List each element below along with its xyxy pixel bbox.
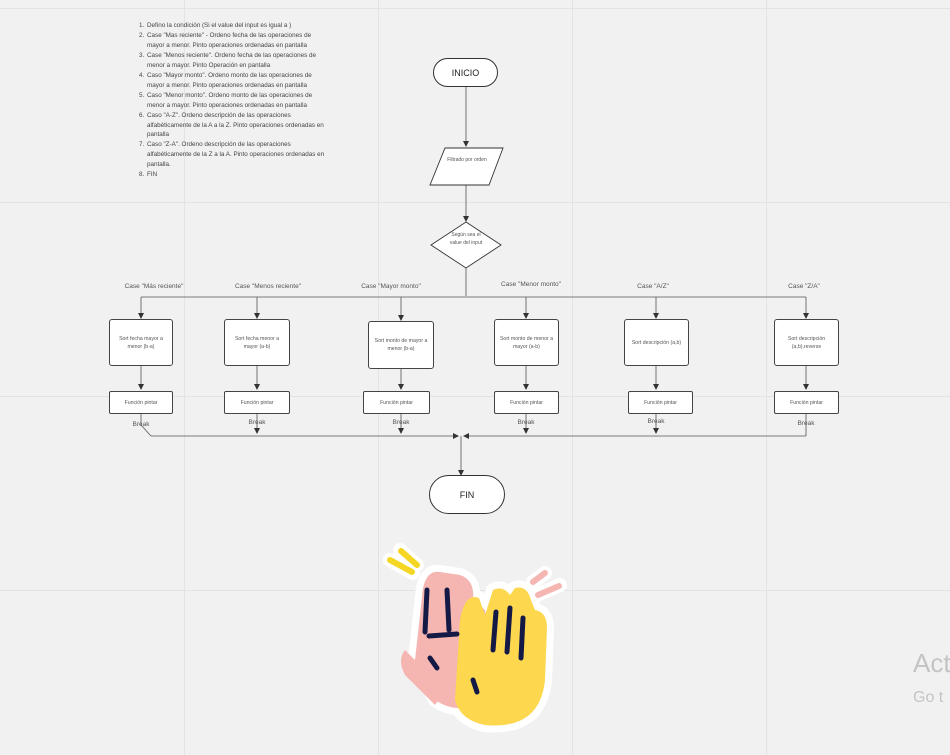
sort-box[interactable]: Sort monto de menor a mayor (a-b) xyxy=(494,319,559,366)
decision-label: Según sea el value del input xyxy=(449,232,483,246)
grid-line xyxy=(378,0,379,755)
paint-function-box[interactable]: Función pintar xyxy=(363,391,430,414)
grid-line xyxy=(0,202,950,203)
break-label: Break xyxy=(132,421,150,428)
case-label: Case "Z/A" xyxy=(788,283,820,290)
break-label: Break xyxy=(797,420,815,427)
case-label: Case "Más reciente" xyxy=(124,283,184,290)
grid-line xyxy=(0,396,950,397)
note-item: Defino la condición (Si el value del inp… xyxy=(146,21,326,31)
activation-watermark-subtitle: Go t xyxy=(913,689,944,706)
decision-diamond xyxy=(430,221,502,269)
sort-box[interactable]: Sort fecha menor a mayor (a-b) xyxy=(224,319,290,366)
break-label: Break xyxy=(248,419,266,426)
grid-line xyxy=(572,0,573,755)
break-label: Break xyxy=(517,419,535,426)
input-parallelogram xyxy=(429,147,504,186)
note-item: Caso "Z-A". Ordeno descripción de las op… xyxy=(146,140,326,170)
note-item: Case "Mas reciente" - Ordeno fecha de la… xyxy=(146,31,326,51)
sort-box[interactable]: Sort descripción (a,b) xyxy=(624,319,689,366)
note-item: FIN xyxy=(146,170,326,180)
sort-box[interactable]: Sort fecha mayor a menor (b-a) xyxy=(109,319,173,366)
input-label: Filtrado por orden xyxy=(447,157,487,163)
clapping-hands-icon[interactable] xyxy=(375,540,585,745)
paint-function-box[interactable]: Función pintar xyxy=(109,391,173,414)
activation-watermark-title: Act xyxy=(913,648,950,678)
paint-function-box[interactable]: Función pintar xyxy=(494,391,559,414)
case-label: Case "A/Z" xyxy=(637,283,669,290)
note-item: Caso "Mayor monto". Ordeno monto de las … xyxy=(146,71,326,91)
grid-line xyxy=(766,0,767,755)
note-item: Caso "Menor monto". Ordeno monto de las … xyxy=(146,91,326,111)
case-label: Case "Mayor monto" xyxy=(361,283,421,290)
break-label: Break xyxy=(647,418,665,425)
sort-box[interactable]: Sort descripción (a,b).reverse xyxy=(774,319,839,366)
note-item: Case "Menos reciente". Ordeno fecha de l… xyxy=(146,51,326,71)
sort-box[interactable]: Sort monto de mayor a menor (b-a) xyxy=(368,321,434,369)
paint-function-box[interactable]: Función pintar xyxy=(774,391,839,414)
start-node[interactable]: INICIO xyxy=(433,58,498,87)
paint-function-box[interactable]: Función pintar xyxy=(628,391,693,414)
end-node[interactable]: FIN xyxy=(429,475,505,514)
case-label: Case "Menor monto" xyxy=(501,281,561,288)
paint-function-box[interactable]: Función pintar xyxy=(224,391,290,414)
grid-line xyxy=(0,8,950,9)
break-label: Break xyxy=(392,419,410,426)
case-label: Case "Menos reciente" xyxy=(234,283,302,290)
grid-line xyxy=(184,0,185,755)
algorithm-notes: Defino la condición (Si el value del inp… xyxy=(134,21,326,180)
note-item: Caso "A-Z". Ordeno descripción de las op… xyxy=(146,111,326,141)
